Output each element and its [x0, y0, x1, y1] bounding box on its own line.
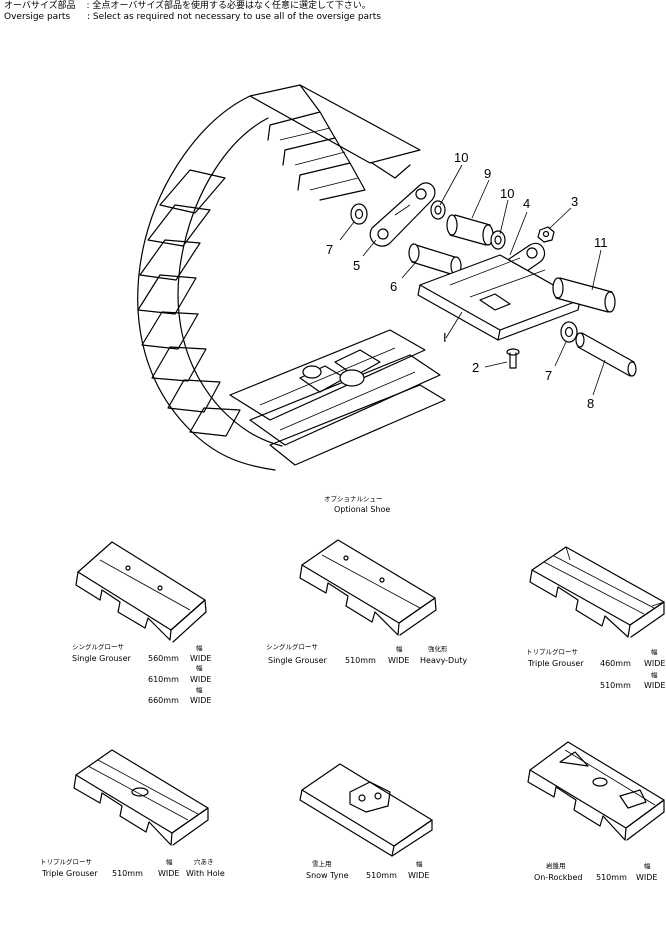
shoe1-wide-1: WIDE: [190, 654, 212, 663]
shoe3-wide-2: WIDE: [644, 681, 666, 690]
shoe6-jp: 岩盤用: [546, 862, 566, 870]
shoe1-size-1: 560mm: [148, 654, 179, 663]
callout-7-right: 7: [545, 368, 553, 383]
shoe1-name: Single Grouser: [72, 654, 131, 663]
shoe2-wide: WIDE: [388, 656, 410, 665]
header-note-jp: : 全点オーバサイズ部品を使用する必要はなく任意に選定して下さい。: [86, 1, 371, 11]
shoe6-name: On-Rockbed: [534, 873, 583, 882]
header-note-en: : Select as required not necessary to us…: [86, 12, 381, 22]
callout-7-left: 7: [326, 242, 334, 257]
shoe1-wide-jp-3: 幅: [196, 686, 203, 694]
shoe3-wide-jp-1: 幅: [651, 648, 658, 656]
header-line-2: Oversige parts : Select as required not …: [4, 12, 381, 23]
optional-shoe-jp: オプショナルシュー: [324, 495, 383, 503]
header-oversize-jp: オーバサイズ部品: [4, 1, 76, 11]
track-link-left: [369, 182, 436, 247]
shoe-thumb-single-grouser-heavy-duty: [299, 539, 437, 636]
shoe5-wide-jp: 幅: [416, 860, 423, 868]
washer-7-left: [350, 203, 368, 225]
callout-5: 5: [353, 258, 361, 273]
washer-7-right: [560, 321, 578, 343]
pin-8: [575, 332, 637, 377]
shoe2-extra-jp: 強化形: [428, 645, 448, 653]
shoe1-size-3: 660mm: [148, 696, 179, 705]
shoe6-wide: WIDE: [636, 873, 658, 882]
shoe4-size: 510mm: [112, 869, 143, 878]
shoe4-wide: WIDE: [158, 869, 180, 878]
shoe1-wide-jp-2: 幅: [196, 664, 203, 672]
shoe5-name: Snow Tyne: [306, 871, 349, 880]
bushing-9: [446, 214, 494, 246]
shoe3-wide-1: WIDE: [644, 659, 666, 668]
bolt-2: [506, 348, 520, 369]
shoe6-wide-jp: 幅: [644, 862, 651, 870]
optional-shoe-title: Optional Shoe: [334, 505, 391, 514]
track-shoe-ribs: [137, 169, 241, 437]
track-shoe-i: [417, 254, 581, 341]
shoe2-name: Single Grouser: [268, 656, 327, 665]
shoe-thumb-triple-grouser-with-hole: [73, 749, 209, 846]
callout-4: 4: [523, 196, 531, 211]
shoe1-size-2: 610mm: [148, 675, 179, 684]
callout-3: 3: [571, 194, 579, 209]
callout-leaders: [339, 164, 606, 396]
callout-10-lower: 10: [500, 186, 515, 201]
shoe3-name: Triple Grouser: [528, 659, 584, 668]
track-upper-run: [249, 84, 421, 201]
pin-6: [408, 243, 462, 276]
track-loop-outline: [137, 95, 276, 471]
shoe4-extra-jp: 穴あき: [194, 858, 214, 866]
callout-8: 8: [587, 396, 595, 411]
shoe-thumb-triple-grouser: [529, 546, 665, 638]
callout-6: 6: [390, 279, 398, 294]
shoe4-wide-jp: 幅: [166, 858, 173, 866]
shoe-thumb-snow-tyne: [299, 763, 433, 857]
shoe2-size: 510mm: [345, 656, 376, 665]
callout-11: 11: [594, 235, 608, 250]
shoe1-wide-3: WIDE: [190, 696, 212, 705]
shoe1-wide-2: WIDE: [190, 675, 212, 684]
shoe5-jp: 雪上用: [312, 860, 332, 868]
shoe4-name: Triple Grouser: [42, 869, 98, 878]
shoe5-size: 510mm: [366, 871, 397, 880]
shoe3-size-2: 510mm: [600, 681, 631, 690]
shoe-thumb-single-grouser-wide: [75, 541, 207, 643]
shoe3-size-1: 460mm: [600, 659, 631, 668]
header-oversize-label: Oversige parts: [4, 12, 71, 22]
pin-11: [552, 277, 616, 313]
callout-9: 9: [484, 166, 492, 181]
track-lower-run: [229, 329, 446, 466]
washer-10-top: [430, 200, 446, 220]
washer-10-lower: [490, 230, 506, 250]
shoe3-jp: トリプルグローサ: [526, 648, 578, 656]
shoe2-jp: シングルグローサ: [266, 643, 318, 651]
shoe1-jp: シングルグローサ: [72, 643, 124, 651]
callout-10-top: 10: [454, 150, 469, 165]
shoe4-with-hole: With Hole: [186, 869, 225, 878]
shoe5-wide: WIDE: [408, 871, 430, 880]
shoe2-heavy-duty: Heavy-Duty: [420, 656, 468, 665]
header-line-1: オーバサイズ部品 : 全点オーバサイズ部品を使用する必要はなく任意に選定して下さ…: [4, 1, 371, 12]
nut-3: [537, 226, 555, 243]
callout-2: 2: [472, 360, 480, 375]
shoe6-size: 510mm: [596, 873, 627, 882]
shoe2-wide-jp: 幅: [396, 645, 403, 653]
shoe3-wide-jp-2: 幅: [651, 671, 658, 679]
callout-i: I: [443, 330, 447, 345]
shoe-thumb-on-rockbed: [527, 741, 665, 841]
shoe4-jp: トリプルグローサ: [40, 858, 92, 866]
shoe1-wide-jp-1: 幅: [196, 644, 203, 652]
